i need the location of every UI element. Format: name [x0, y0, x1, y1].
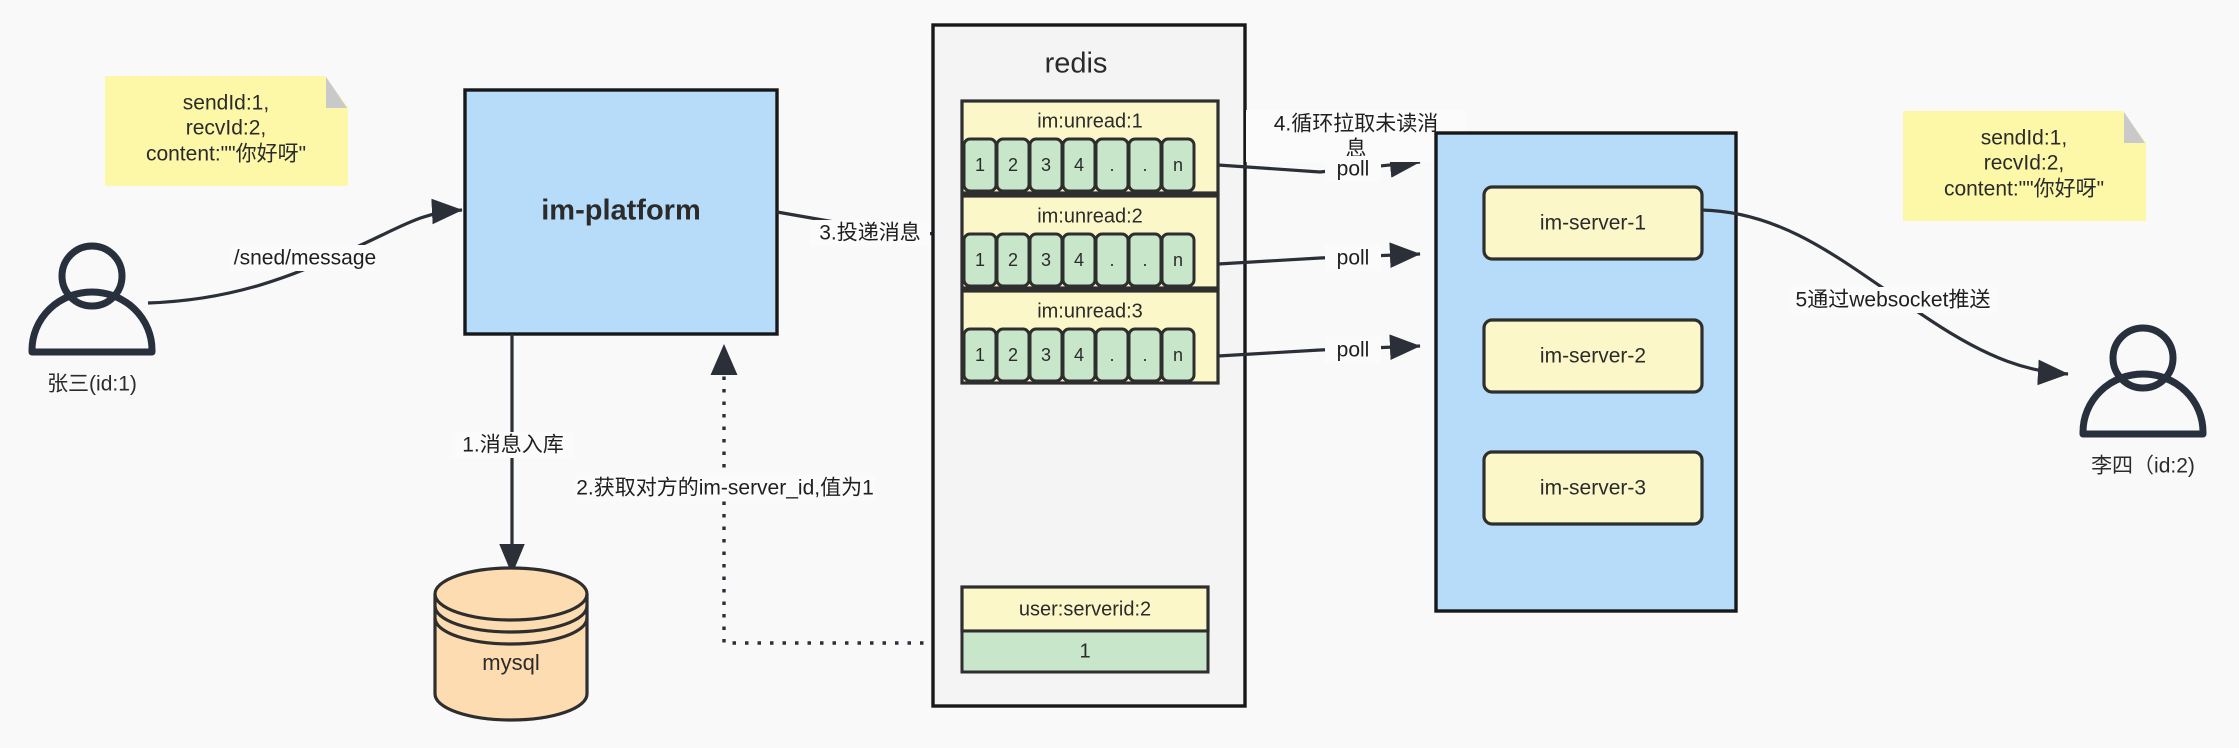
redis-cells-2: 1 2 3 4 . . n [962, 327, 1196, 383]
note-left-line3: content:""你好呀" [146, 143, 306, 166]
note-right: sendId:1, recvId:2, content:""你好呀" [1903, 111, 2146, 221]
edge-label-step4-line1: 4.循环拉取未读消 [1274, 113, 1439, 136]
node-im-platform[interactable]: im-platform [463, 88, 779, 336]
redis-cell-2-3: 4 [1074, 345, 1084, 365]
edge-step5: 5通过websocket推送 [1701, 208, 2069, 386]
note-left-line2: recvId:2, [186, 117, 267, 140]
redis-cell-0-5: . [1142, 155, 1147, 175]
edge-step3: 3.投递消息 [776, 210, 966, 247]
redis-cell-0-6: n [1173, 155, 1183, 175]
redis-cell-2-6: n [1173, 345, 1183, 365]
note-left: sendId:1, recvId:2, content:""你好呀" [105, 76, 348, 186]
redis-cells-0: 1 2 3 4 . . n [962, 137, 1196, 193]
edge-label-step2: 2.获取对方的im-server_id,值为1 [576, 477, 874, 500]
edge-label-step5: 5通过websocket推送 [1796, 289, 1991, 312]
redis-key-label-2: im:unread:3 [1037, 300, 1143, 322]
redis-key-label-0: im:unread:1 [1037, 110, 1143, 132]
redis-serverid-card[interactable]: user:serverid:2 1 [960, 585, 1210, 674]
redis-cell-1-0: 1 [975, 250, 985, 270]
redis-key-card-0[interactable]: im:unread:1 1 2 3 4 . . n [960, 99, 1220, 195]
edge-label-poll-3: poll [1337, 339, 1370, 362]
redis-cell-0-1: 2 [1008, 155, 1018, 175]
note-right-line2: recvId:2, [1984, 152, 2065, 175]
actor-receiver-label: 李四（id:2) [2091, 455, 2195, 478]
redis-cell-0-2: 3 [1041, 155, 1051, 175]
redis-serverid-value: 1 [1079, 640, 1090, 662]
person-icon-body-receiver [2079, 370, 2207, 438]
redis-key-card-1[interactable]: im:unread:2 1 2 3 4 . . n [960, 194, 1220, 290]
edge-label-step4-line2: 息 [1346, 138, 1367, 161]
redis-key-label-1: im:unread:2 [1037, 205, 1143, 227]
redis-cell-2-5: . [1142, 345, 1147, 365]
person-icon-body-sender [28, 288, 156, 356]
note-right-line1: sendId:1, [1981, 127, 2067, 150]
redis-serverid-key: user:serverid:2 [1019, 598, 1151, 620]
node-server-group: im-server-1 im-server-2 im-server-3 [1434, 131, 1738, 613]
person-icon-head-sender [58, 242, 126, 310]
redis-cell-0-3: 4 [1074, 155, 1084, 175]
redis-cell-0-0: 1 [975, 155, 985, 175]
redis-key-card-2[interactable]: im:unread:3 1 2 3 4 . . n [960, 289, 1220, 385]
node-im-platform-label: im-platform [541, 195, 701, 227]
actor-sender-label: 张三(id:1) [47, 373, 137, 396]
node-mysql[interactable]: mysql [433, 566, 589, 722]
redis-cell-2-4: . [1109, 345, 1114, 365]
edge-poll-2: poll [1217, 242, 1421, 271]
edge-poll-3: poll [1217, 334, 1421, 363]
redis-cell-1-3: 4 [1074, 250, 1084, 270]
edge-poll-1: 4.循环拉取未读消 息 poll [1217, 110, 1466, 182]
edge-label-step1: 1.消息入库 [462, 434, 564, 457]
actor-receiver: 李四（id:2) [2079, 324, 2207, 478]
redis-cell-1-2: 3 [1041, 250, 1051, 270]
redis-cell-1-6: n [1173, 250, 1183, 270]
edge-label-send-message: /sned/message [234, 247, 376, 270]
edge-label-poll-2: poll [1337, 247, 1370, 270]
actor-sender: 张三(id:1) [28, 242, 156, 396]
redis-cells-1: 1 2 3 4 . . n [962, 232, 1196, 288]
node-im-server-1-label: im-server-1 [1540, 212, 1646, 235]
person-icon-head-receiver [2109, 324, 2177, 392]
redis-cell-2-0: 1 [975, 345, 985, 365]
node-im-server-2[interactable]: im-server-2 [1482, 318, 1704, 394]
redis-cell-1-5: . [1142, 250, 1147, 270]
edge-label-poll-1: poll [1337, 158, 1370, 181]
redis-cell-1-4: . [1109, 250, 1114, 270]
node-redis-label: redis [1045, 48, 1108, 80]
edge-send-message: /sned/message [147, 198, 463, 305]
redis-cell-1-1: 2 [1008, 250, 1018, 270]
note-left-line1: sendId:1, [183, 92, 269, 115]
node-mysql-label: mysql [482, 650, 539, 675]
node-im-server-1[interactable]: im-server-1 [1482, 185, 1704, 261]
node-im-server-3-label: im-server-3 [1540, 477, 1646, 500]
edge-step2: 2.获取对方的im-server_id,值为1 [575, 343, 1236, 645]
redis-cell-0-4: . [1109, 155, 1114, 175]
edge-step1: 1.消息入库 [452, 334, 574, 575]
redis-cell-2-1: 2 [1008, 345, 1018, 365]
note-right-line3: content:""你好呀" [1944, 178, 2104, 201]
redis-cell-2-2: 3 [1041, 345, 1051, 365]
edge-label-step3: 3.投递消息 [819, 222, 921, 245]
node-im-server-2-label: im-server-2 [1540, 345, 1646, 368]
node-im-server-3[interactable]: im-server-3 [1482, 450, 1704, 526]
